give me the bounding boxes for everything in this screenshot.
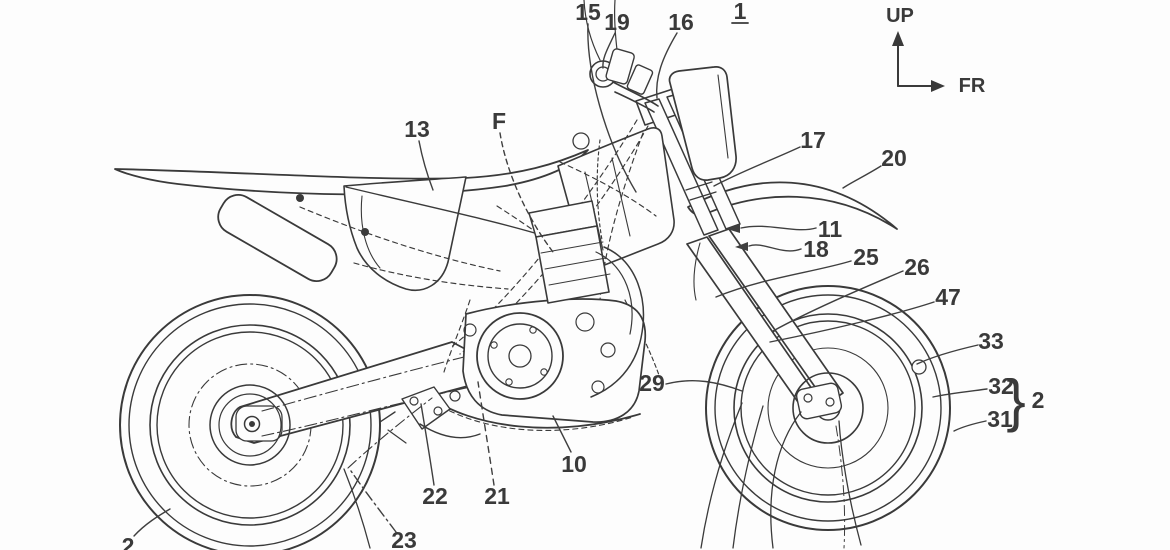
control-cable [583, 0, 601, 61]
leader-32 [932, 388, 988, 398]
leader-lines [133, 23, 988, 537]
leader-10 [552, 415, 572, 453]
seat-lower-edge [345, 186, 549, 238]
up-arrowhead-icon [892, 31, 904, 46]
muffler [217, 194, 338, 282]
ref-label-up: UP [886, 5, 914, 27]
ref-label-18: 18 [803, 236, 829, 262]
ref-label-16: 16 [668, 9, 694, 35]
ref-label-2-left: 2 [122, 533, 135, 550]
front-number-plate [668, 66, 737, 181]
bodywork [114, 66, 737, 291]
footpeg-linkage [347, 386, 481, 469]
misc-curves [343, 402, 862, 549]
front-wheel [705, 285, 951, 531]
leader-33 [916, 344, 979, 365]
drive-chain-upper [261, 356, 465, 412]
ref-label-19: 19 [604, 9, 630, 35]
fork-tube-rear [644, 98, 719, 236]
leader-19 [602, 32, 616, 69]
rear-hub [209, 384, 291, 466]
master-cylinder [605, 48, 635, 85]
ref-label-2-right: 2 [1032, 387, 1045, 413]
leader-25 [715, 260, 852, 298]
fuel-cap [572, 132, 590, 150]
ref-label-10: 10 [561, 451, 587, 477]
ref-label-33: 33 [978, 328, 1004, 354]
leader-31 [953, 420, 987, 432]
ref-label-fr: FR [959, 75, 986, 97]
engine [427, 200, 647, 431]
orientation-legend [892, 31, 945, 92]
side-panel [343, 176, 467, 291]
leader-22 [420, 403, 435, 486]
leader-47 [769, 301, 935, 343]
ref-label-fig-1: 1 [734, 0, 747, 24]
ref-label-25: 25 [853, 244, 879, 270]
fender-bolt [296, 194, 304, 202]
drive-chain-lower [261, 386, 471, 437]
leader-F [499, 132, 554, 253]
ref-label-20: 20 [881, 145, 907, 171]
tire-valve-notch [911, 359, 927, 375]
clutch-cover [476, 312, 564, 400]
ref-label-F: F [492, 108, 506, 134]
ref-label-47: 47 [935, 284, 961, 310]
front-fork [635, 87, 844, 413]
leader-18-arrowhead-icon [735, 242, 748, 251]
leader-16 [655, 32, 678, 99]
leader-23 [350, 470, 397, 533]
leader-20 [842, 165, 882, 189]
leader-29 [665, 380, 743, 392]
leader-11 [740, 225, 817, 231]
brake-pedal [419, 423, 481, 439]
swingarm [209, 341, 472, 466]
bar-clamp [626, 64, 654, 95]
fork-leg-front [708, 228, 844, 405]
ref-label-15: 15 [575, 0, 601, 25]
ref-label-29: 29 [639, 370, 665, 396]
ref-label-22: 22 [422, 483, 448, 509]
leader-26 [772, 270, 904, 332]
ref-label-31: 31 [987, 406, 1013, 432]
leader-13 [418, 140, 434, 191]
ref-label-11: 11 [818, 216, 843, 242]
handlebar-area [583, 0, 659, 113]
ref-label-32: 32 [988, 373, 1014, 399]
leader-21 [477, 381, 495, 486]
front-hub [792, 372, 864, 444]
ref-label-brace-2: } [1006, 369, 1025, 434]
ref-label-13: 13 [404, 116, 430, 142]
leader-18 [748, 244, 802, 252]
leader-15 [587, 23, 637, 193]
leader-17 [713, 146, 801, 187]
fr-arrowhead-icon [931, 80, 945, 92]
ref-label-26: 26 [904, 254, 930, 280]
brake-hose [693, 242, 701, 301]
panel-bolt [361, 228, 369, 236]
brake-caliper [795, 382, 843, 420]
ref-label-17: 17 [800, 127, 826, 153]
ref-label-23: 23 [391, 527, 417, 550]
leader-2-left [133, 508, 171, 537]
ref-label-21: 21 [484, 483, 510, 509]
exhaust-header [590, 246, 645, 398]
leader-11-arrowhead-icon [727, 224, 740, 233]
